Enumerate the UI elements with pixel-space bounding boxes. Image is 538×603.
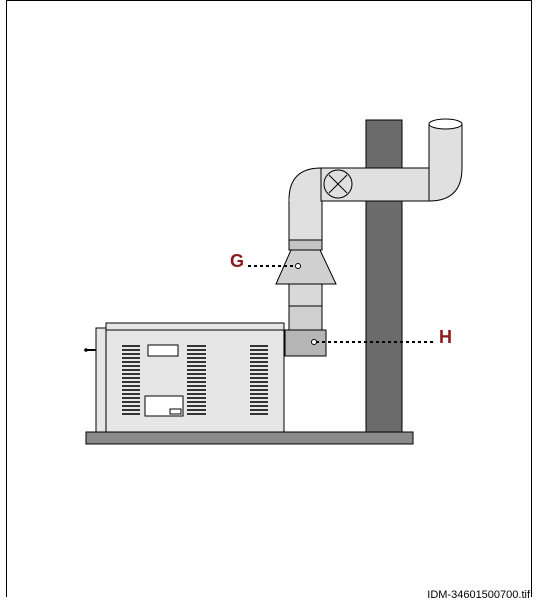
flue-outlet [428, 118, 463, 130]
vent-grille-middle [187, 345, 206, 415]
flue-elbow-right [428, 124, 463, 202]
flue-pipe-mid [288, 283, 323, 307]
vent-grille-right [250, 345, 268, 415]
flue-connector-h [284, 329, 327, 357]
flue-pipe-upper [288, 199, 323, 241]
flue-collar [288, 239, 323, 251]
floor-base [85, 431, 414, 445]
flue-pipe-lower [288, 305, 323, 331]
heater-unit [84, 322, 285, 433]
image-file-id: IDM-34601500700.tif [427, 589, 530, 601]
callout-label-g: G [230, 251, 245, 271]
flue-elbow-left [288, 167, 322, 201]
control-switch [169, 408, 182, 415]
display-panel [147, 344, 179, 357]
chimney-column [365, 119, 403, 433]
figure-frame [6, 0, 532, 597]
damper-valve [323, 169, 353, 199]
callout-label-h: H [439, 327, 452, 347]
vent-grille-left [122, 345, 140, 415]
